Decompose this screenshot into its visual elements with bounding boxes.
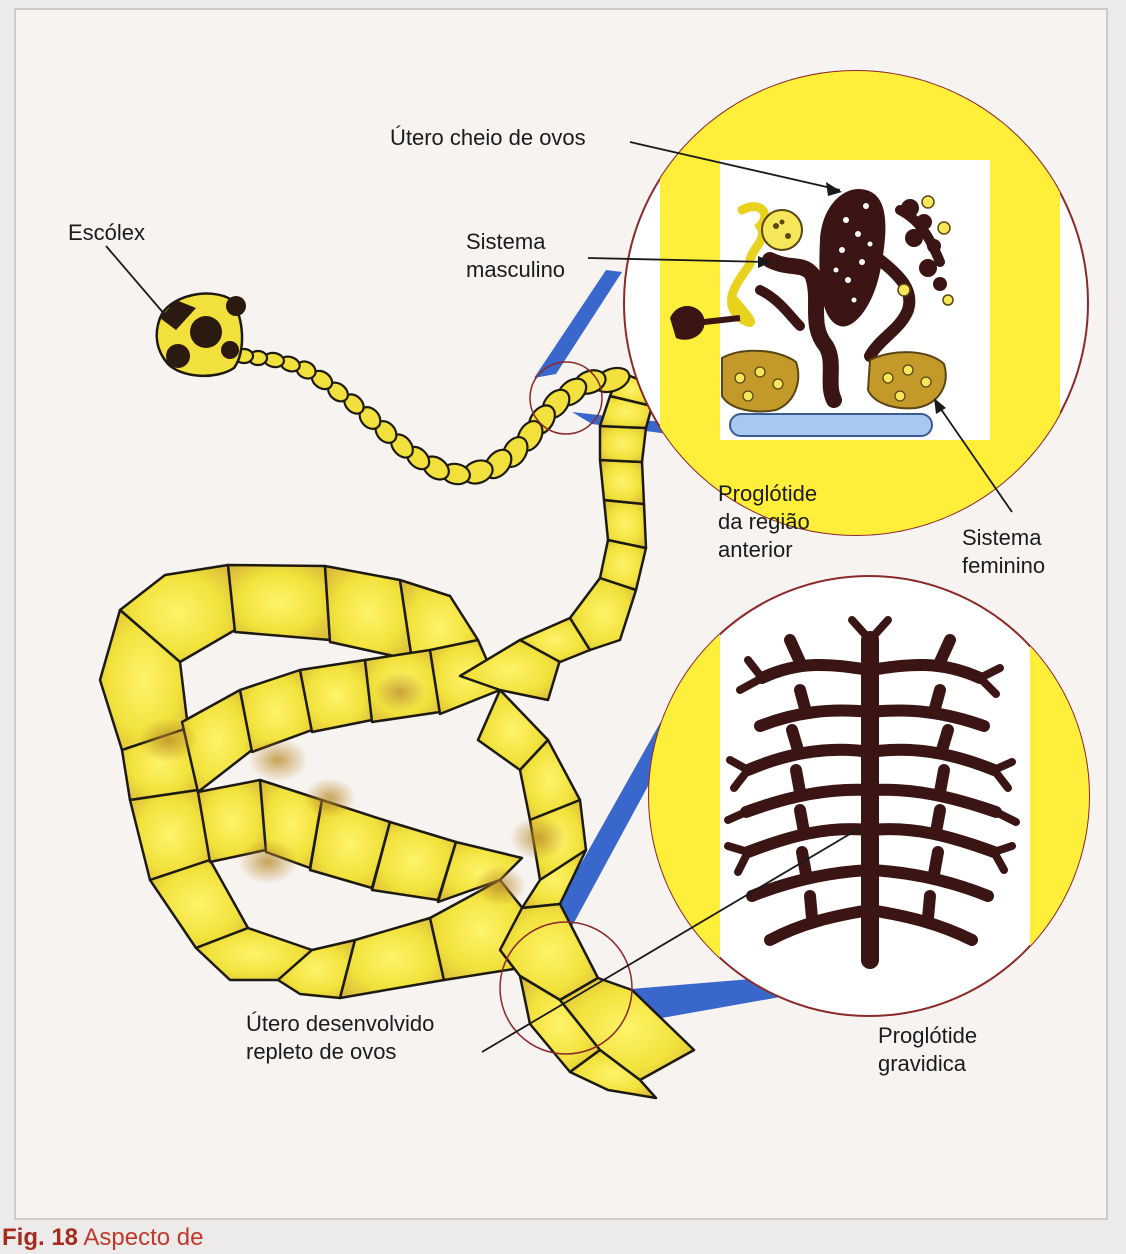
figure-caption: Fig. 18 Aspecto de — [0, 1222, 1126, 1254]
caption-text: Aspecto de — [78, 1224, 203, 1251]
scolex — [157, 294, 246, 376]
label-anterior-proglottid: Proglótide da região anterior — [718, 480, 817, 564]
figure-number: Fig. 18 — [2, 1224, 78, 1251]
neck-beads — [235, 349, 633, 487]
label-male-system: Sistema masculino — [466, 228, 565, 284]
label-uterus-full-of-eggs: Útero cheio de ovos — [390, 124, 586, 152]
magnified-gravid-proglottid — [640, 560, 1110, 1040]
label-uterus-developed: Útero desenvolvido repleto de ovos — [246, 1010, 434, 1066]
magnified-anterior-proglottid — [624, 70, 1094, 540]
label-scolex: Escólex — [68, 219, 145, 247]
label-gravid-proglottid: Proglótide gravidica — [878, 1022, 977, 1078]
label-female-system: Sistema feminino — [962, 524, 1045, 580]
